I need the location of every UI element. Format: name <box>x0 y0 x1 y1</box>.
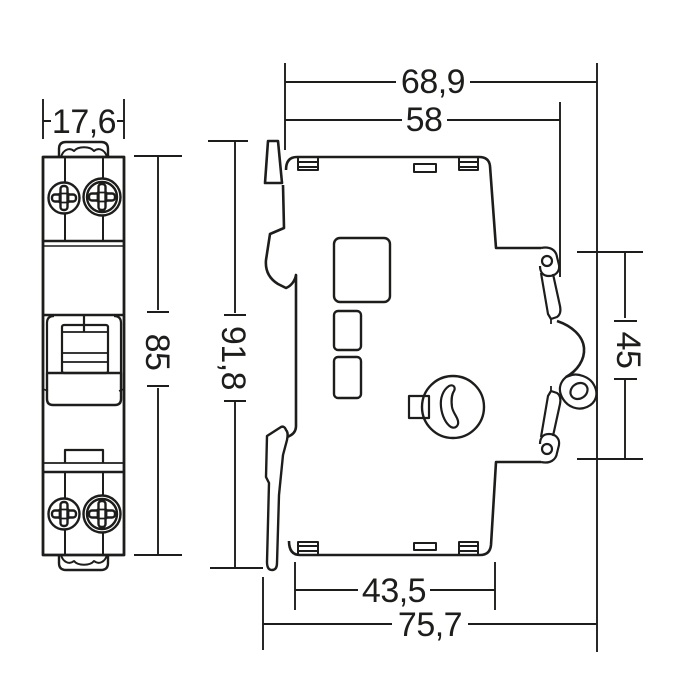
front-bottom-left-screw <box>47 497 81 531</box>
knob-slot <box>439 384 460 429</box>
side-label-window <box>332 236 392 304</box>
front-bottom-tab <box>57 555 110 572</box>
side-upper-clamp-lever <box>538 246 562 324</box>
side-din-claw-tab <box>263 139 284 185</box>
side-bottom-edge <box>287 460 541 557</box>
dim-overall-height: 91,8 <box>208 140 263 569</box>
side-body-bulge <box>556 319 586 379</box>
front-view <box>41 140 126 572</box>
front-toggle-switch <box>42 313 125 407</box>
side-adjustment-knob <box>420 374 486 440</box>
dim-overall-depth-label: 68,9 <box>401 63 465 101</box>
dim-total-depth-label: 75,7 <box>398 606 462 644</box>
dim-front-height: 85 <box>134 155 182 556</box>
dim-overall-height-label: 91,8 <box>214 326 252 390</box>
side-top-snap-hooks <box>297 156 479 173</box>
side-small-window-2 <box>332 355 363 400</box>
side-lower-clamp-lever <box>538 386 562 464</box>
front-top-tab-wave <box>60 146 108 158</box>
side-small-window-1 <box>332 309 363 352</box>
dim-base-depth-label: 43,5 <box>362 572 426 610</box>
front-bottom-inner-step <box>63 448 105 463</box>
dim-base-depth: 43,5 <box>294 562 496 610</box>
side-left-profile <box>264 184 298 439</box>
front-top-tab <box>57 140 110 157</box>
dim-terminal-span: 45 <box>577 251 647 460</box>
dimensions: 17,6 85 91,8 68,9 58 <box>42 63 647 652</box>
dim-overall-depth: 68,9 <box>284 63 598 652</box>
side-sealing-eyelet <box>558 373 598 410</box>
dim-total-depth: 75,7 <box>262 577 597 650</box>
side-bottom-snap-hooks <box>297 541 479 556</box>
side-view <box>263 139 598 572</box>
front-bottom-tab-wave <box>60 554 108 566</box>
dim-body-depth-label: 58 <box>406 101 443 139</box>
dim-terminal-span-label: 45 <box>609 332 647 369</box>
side-small-square <box>407 394 431 420</box>
side-din-clip <box>264 425 289 572</box>
front-body-outline <box>41 155 126 557</box>
side-top-edge <box>284 155 541 250</box>
dim-body-depth: 58 <box>285 101 561 277</box>
front-top-left-screw <box>47 181 81 215</box>
front-top-right-screw <box>82 177 122 217</box>
dim-front-height-label: 85 <box>138 334 176 371</box>
front-bottom-right-screw <box>82 494 122 534</box>
dim-front-width: 17,6 <box>42 99 125 141</box>
dim-front-width-label: 17,6 <box>52 103 116 141</box>
